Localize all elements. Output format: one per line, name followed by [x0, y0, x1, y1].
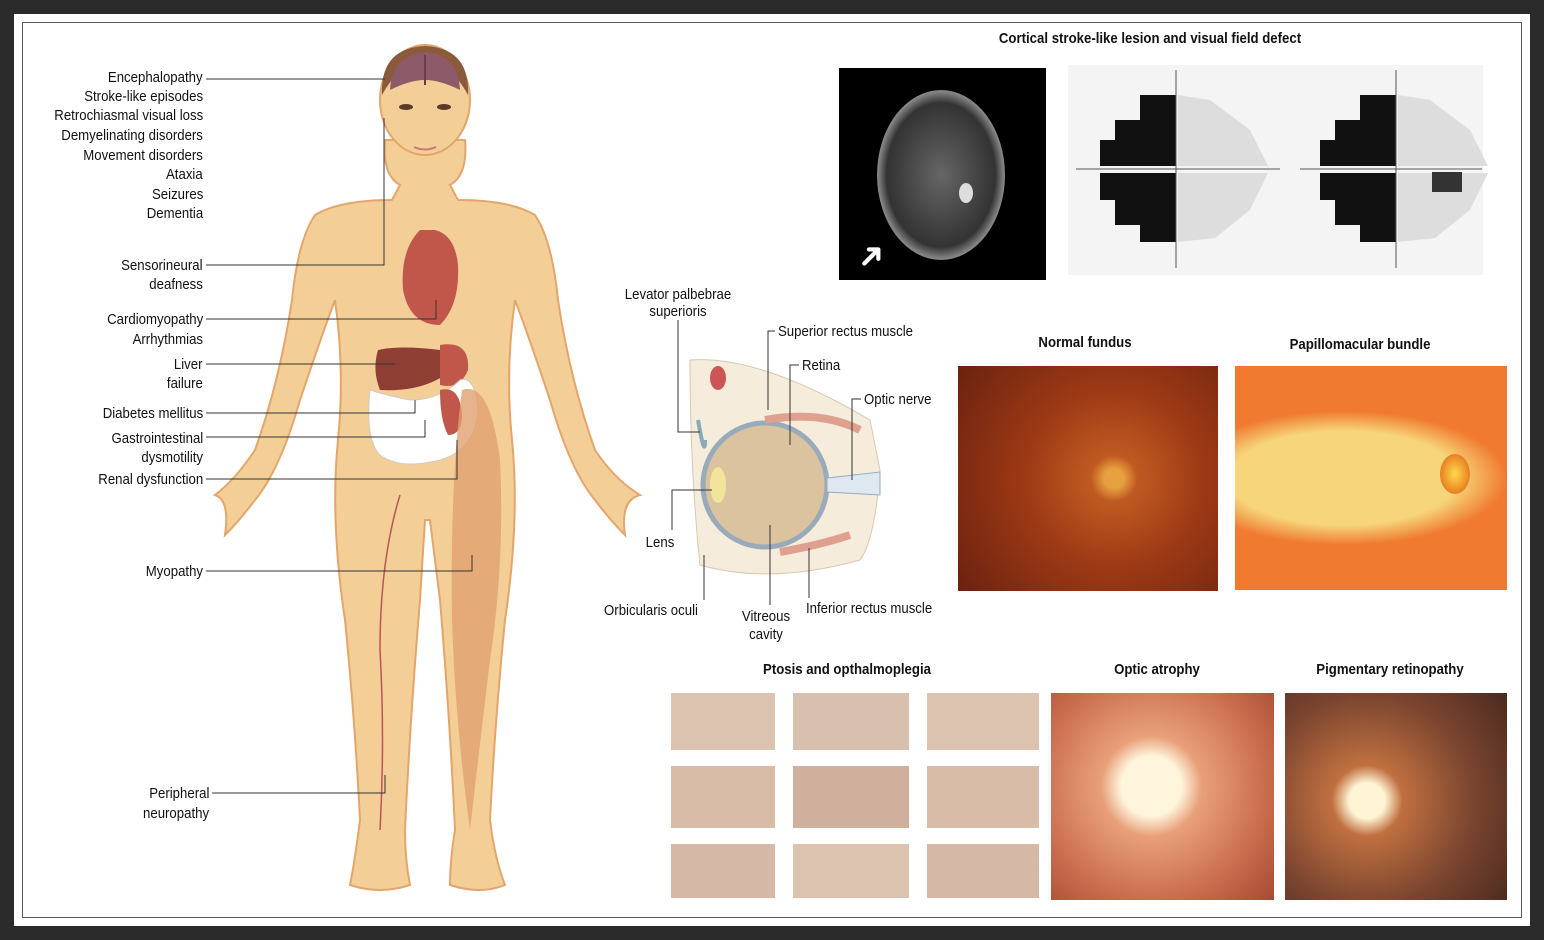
label-movement-disorders: Movement disorders — [83, 147, 203, 164]
label-dysmotility: dysmotility — [141, 449, 203, 466]
label-optic-nerve: Optic nerve — [864, 391, 932, 408]
stomach — [440, 344, 469, 386]
label-retina: Retina — [802, 357, 841, 374]
papillomacular-bundle-image — [1235, 366, 1507, 590]
label-demyelinating-disorders: Demyelinating disorders — [61, 127, 203, 144]
title-pigmentary: Pigmentary retinopathy — [1316, 661, 1464, 678]
title-papillomacular: Papillomacular bundle — [1289, 336, 1431, 353]
label-sensorineural: Sensorineural — [121, 257, 203, 274]
leader-lines — [206, 78, 473, 794]
liver — [375, 347, 449, 391]
label-cavity: cavity — [749, 626, 783, 643]
mri-image: ➜ — [839, 68, 1046, 280]
hair — [381, 46, 469, 95]
label-superioris: superioris — [649, 303, 707, 320]
label-deafness: deafness — [149, 276, 203, 293]
label-liver: Liver — [174, 356, 203, 373]
label-vitreous: Vitreous — [741, 608, 791, 625]
label-renal-dysfunction: Renal dysfunction — [98, 471, 203, 488]
label-arrhythmias: Arrhythmias — [132, 331, 203, 348]
pigmentary-retinopathy-image — [1285, 693, 1507, 900]
label-encephalopathy: Encephalopathy — [108, 69, 203, 86]
label-inferior-rectus: Inferior rectus muscle — [806, 600, 933, 617]
label-failure: failure — [167, 375, 203, 392]
label-gastrointestinal: Gastrointestinal — [111, 430, 203, 447]
label-peripheral: Peripheral — [148, 785, 209, 802]
label-diabetes-mellitus: Diabetes mellitus — [102, 405, 203, 422]
label-retrochiasmal-visual-loss: Retrochiasmal visual loss — [54, 107, 203, 124]
label-myopathy: Myopathy — [145, 563, 203, 580]
label-dementia: Dementia — [146, 205, 203, 222]
normal-fundus-image — [958, 366, 1218, 591]
arrow-icon: ➜ — [847, 232, 895, 280]
figure-border — [22, 22, 1522, 918]
ptosis-photo-grid — [671, 693, 1039, 898]
heart — [402, 230, 459, 325]
title-optic-atrophy: Optic atrophy — [1114, 661, 1200, 678]
label-stroke-like-episodes: Stroke-like episodes — [84, 88, 203, 105]
nerve — [379, 494, 401, 831]
label-seizures: Seizures — [151, 186, 203, 203]
title-normal-fundus: Normal fundus — [1038, 334, 1132, 351]
label-superior-rectus: Superior rectus muscle — [778, 323, 913, 340]
optic-atrophy-image — [1051, 693, 1274, 900]
label-ataxia: Ataxia — [166, 166, 203, 183]
label-lens: Lens — [645, 534, 675, 551]
label-levator: Levator palbebrae — [624, 286, 732, 303]
leg-muscle — [451, 388, 502, 830]
eye-anatomy-diagram — [671, 320, 881, 605]
title-ptosis: Ptosis and opthalmoplegia — [763, 661, 931, 678]
label-orbicularis: Orbicularis oculi — [604, 602, 698, 619]
label-neuropathy: neuropathy — [142, 805, 209, 822]
title-cortical: Cortical stroke-like lesion and visual f… — [998, 30, 1302, 47]
label-cardiomyopathy: Cardiomyopathy — [106, 311, 203, 328]
human-body — [212, 44, 643, 891]
